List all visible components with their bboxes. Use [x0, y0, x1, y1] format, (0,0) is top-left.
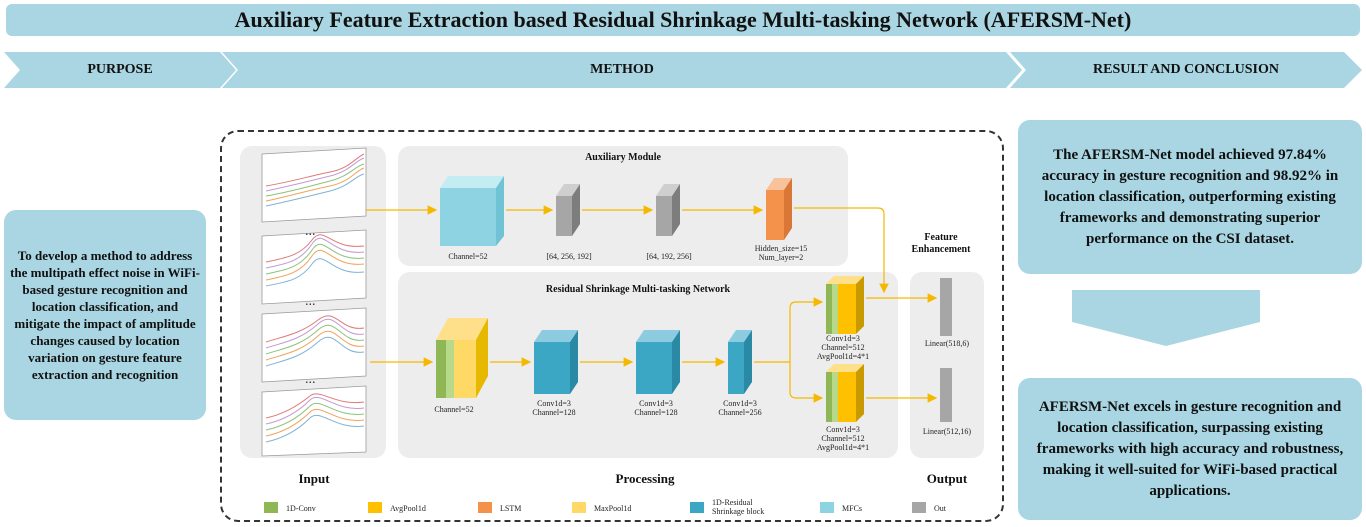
out-label-2: Linear(512,16) — [922, 427, 972, 436]
csi-plot-2 — [261, 229, 367, 305]
arrow-aux-fe — [794, 207, 889, 294]
rsmn-label-t2c: AvgPool1d=4*1 — [816, 443, 870, 452]
output-bar-2 — [940, 368, 952, 422]
legend-label: 1D-Residual Shrinkage block — [712, 498, 765, 516]
legend-label: LSTM — [500, 504, 522, 513]
rsmn-label-b3a: Conv1d=3 — [639, 399, 673, 408]
csi-plot-1 — [261, 147, 367, 223]
out-label-1: Linear(518,6) — [924, 339, 970, 348]
ellipsis-3: ... — [305, 372, 316, 387]
rsmn-label-b4b: Channel=256 — [718, 408, 762, 417]
input-label: Input — [298, 471, 330, 486]
legend-label: MaxPool1d — [594, 504, 632, 513]
aux-lstm-block — [766, 178, 792, 240]
legend-swatch — [478, 502, 492, 513]
rsmn-label-b3b: Channel=128 — [634, 408, 678, 417]
rsmn-task-block-top — [826, 276, 864, 334]
processing-label: Processing — [615, 471, 675, 486]
rsmn-label-t1b: Channel=512 — [821, 343, 865, 352]
rsmn-label-t1a: Conv1d=3 — [826, 334, 860, 343]
rsmn-label-t1c: AvgPool1d=4*1 — [816, 352, 870, 361]
rsmn-label-b2a: Conv1d=3 — [537, 399, 571, 408]
method-chevron — [222, 52, 1022, 88]
aux-label-block1: [64, 256, 192] — [546, 252, 592, 261]
main-title: Auxiliary Feature Extraction based Resid… — [6, 4, 1360, 36]
rsmn-label-b1: Channel=52 — [434, 405, 474, 414]
legend-label: Out — [934, 504, 946, 513]
legend-swatch — [912, 502, 926, 513]
csi-plot-4 — [261, 385, 367, 457]
rsmn-label-b4a: Conv1d=3 — [723, 399, 757, 408]
aux-mfcs-block — [440, 176, 504, 246]
legend-swatch — [690, 502, 704, 513]
result-box-2: AFERSM-Net excels in gesture recognition… — [1018, 378, 1362, 520]
result-box-1: The AFERSM-Net model achieved 97.84% acc… — [1018, 120, 1362, 274]
legend-label: AvgPool1d — [390, 504, 426, 513]
aux-label-mfcs: Channel=52 — [448, 252, 488, 261]
section-band — [4, 52, 1362, 88]
arrow-split-bottom — [789, 362, 824, 403]
aux-label-block2: [64, 192, 256] — [646, 252, 692, 261]
csi-plot-3 — [261, 307, 367, 383]
rsmn-label-b2b: Channel=128 — [532, 408, 576, 417]
method-container — [220, 130, 1004, 522]
section-method: METHOD — [590, 62, 654, 77]
section-purpose: PURPOSE — [87, 62, 153, 77]
auxiliary-title: Auxiliary Module — [585, 152, 661, 163]
csi-plots — [261, 147, 367, 457]
rsmn-title: Residual Shrinkage Multi-tasking Network — [545, 284, 731, 295]
result-chevron — [1010, 52, 1362, 88]
legend-label: MFCs — [842, 504, 863, 513]
output-bar-1 — [940, 278, 952, 336]
rsmn-task-block-bottom — [826, 364, 864, 422]
purpose-box: To develop a method to address the multi… — [4, 210, 206, 420]
arrow-split-top — [754, 297, 824, 363]
rsmn-residual-block-3 — [728, 330, 752, 394]
aux-out-block-1 — [556, 184, 580, 236]
output-label: Output — [926, 471, 968, 486]
aux-label-lstm-2: Num_layer=2 — [758, 253, 804, 262]
legend-swatch — [572, 502, 586, 513]
purpose-chevron — [4, 52, 236, 88]
legend-swatch — [368, 502, 382, 513]
legend-swatch — [820, 502, 834, 513]
rsmn-input-block — [436, 318, 488, 398]
legend-swatch — [264, 502, 278, 513]
feature-enhancement-label: Feature Enhancement — [911, 232, 971, 255]
section-result: RESULT AND CONCLUSION — [1093, 62, 1279, 77]
result-down-arrow — [1072, 290, 1260, 346]
rsmn-label-t2b: Channel=512 — [821, 434, 865, 443]
ellipsis-2: ... — [305, 294, 316, 309]
legend-label: 1D-Conv — [286, 504, 316, 513]
rsmn-residual-block-2 — [636, 330, 680, 394]
rsmn-residual-block-1 — [534, 330, 578, 394]
aux-out-block-2 — [656, 184, 680, 236]
ellipsis-1: ... — [305, 224, 316, 239]
rsmn-label-t2a: Conv1d=3 — [826, 425, 860, 434]
aux-label-lstm-1: Hidden_size=15 — [754, 244, 808, 253]
